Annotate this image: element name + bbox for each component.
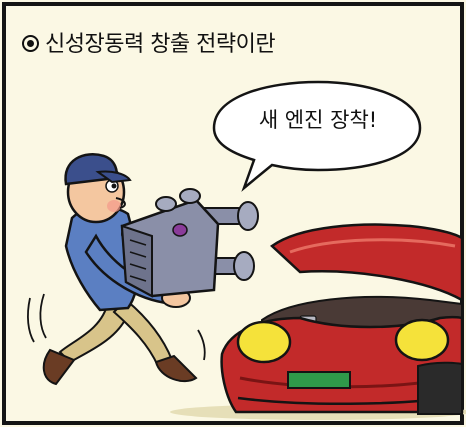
left-headlight (236, 320, 292, 364)
right-headlight (394, 318, 450, 362)
engine-block (120, 188, 259, 298)
caption: 신성장동력 창출 전략이란 (22, 26, 276, 58)
back-shoe (42, 348, 76, 386)
speech-bubble (212, 80, 422, 192)
front-shoe (154, 354, 198, 383)
red-car (220, 223, 464, 415)
bullet-icon (22, 35, 39, 52)
caption-text: 신성장동력 창출 전략이란 (45, 32, 276, 57)
license-plate (287, 371, 351, 389)
speech-bubble-text: 새 엔진 장착! (258, 108, 378, 132)
